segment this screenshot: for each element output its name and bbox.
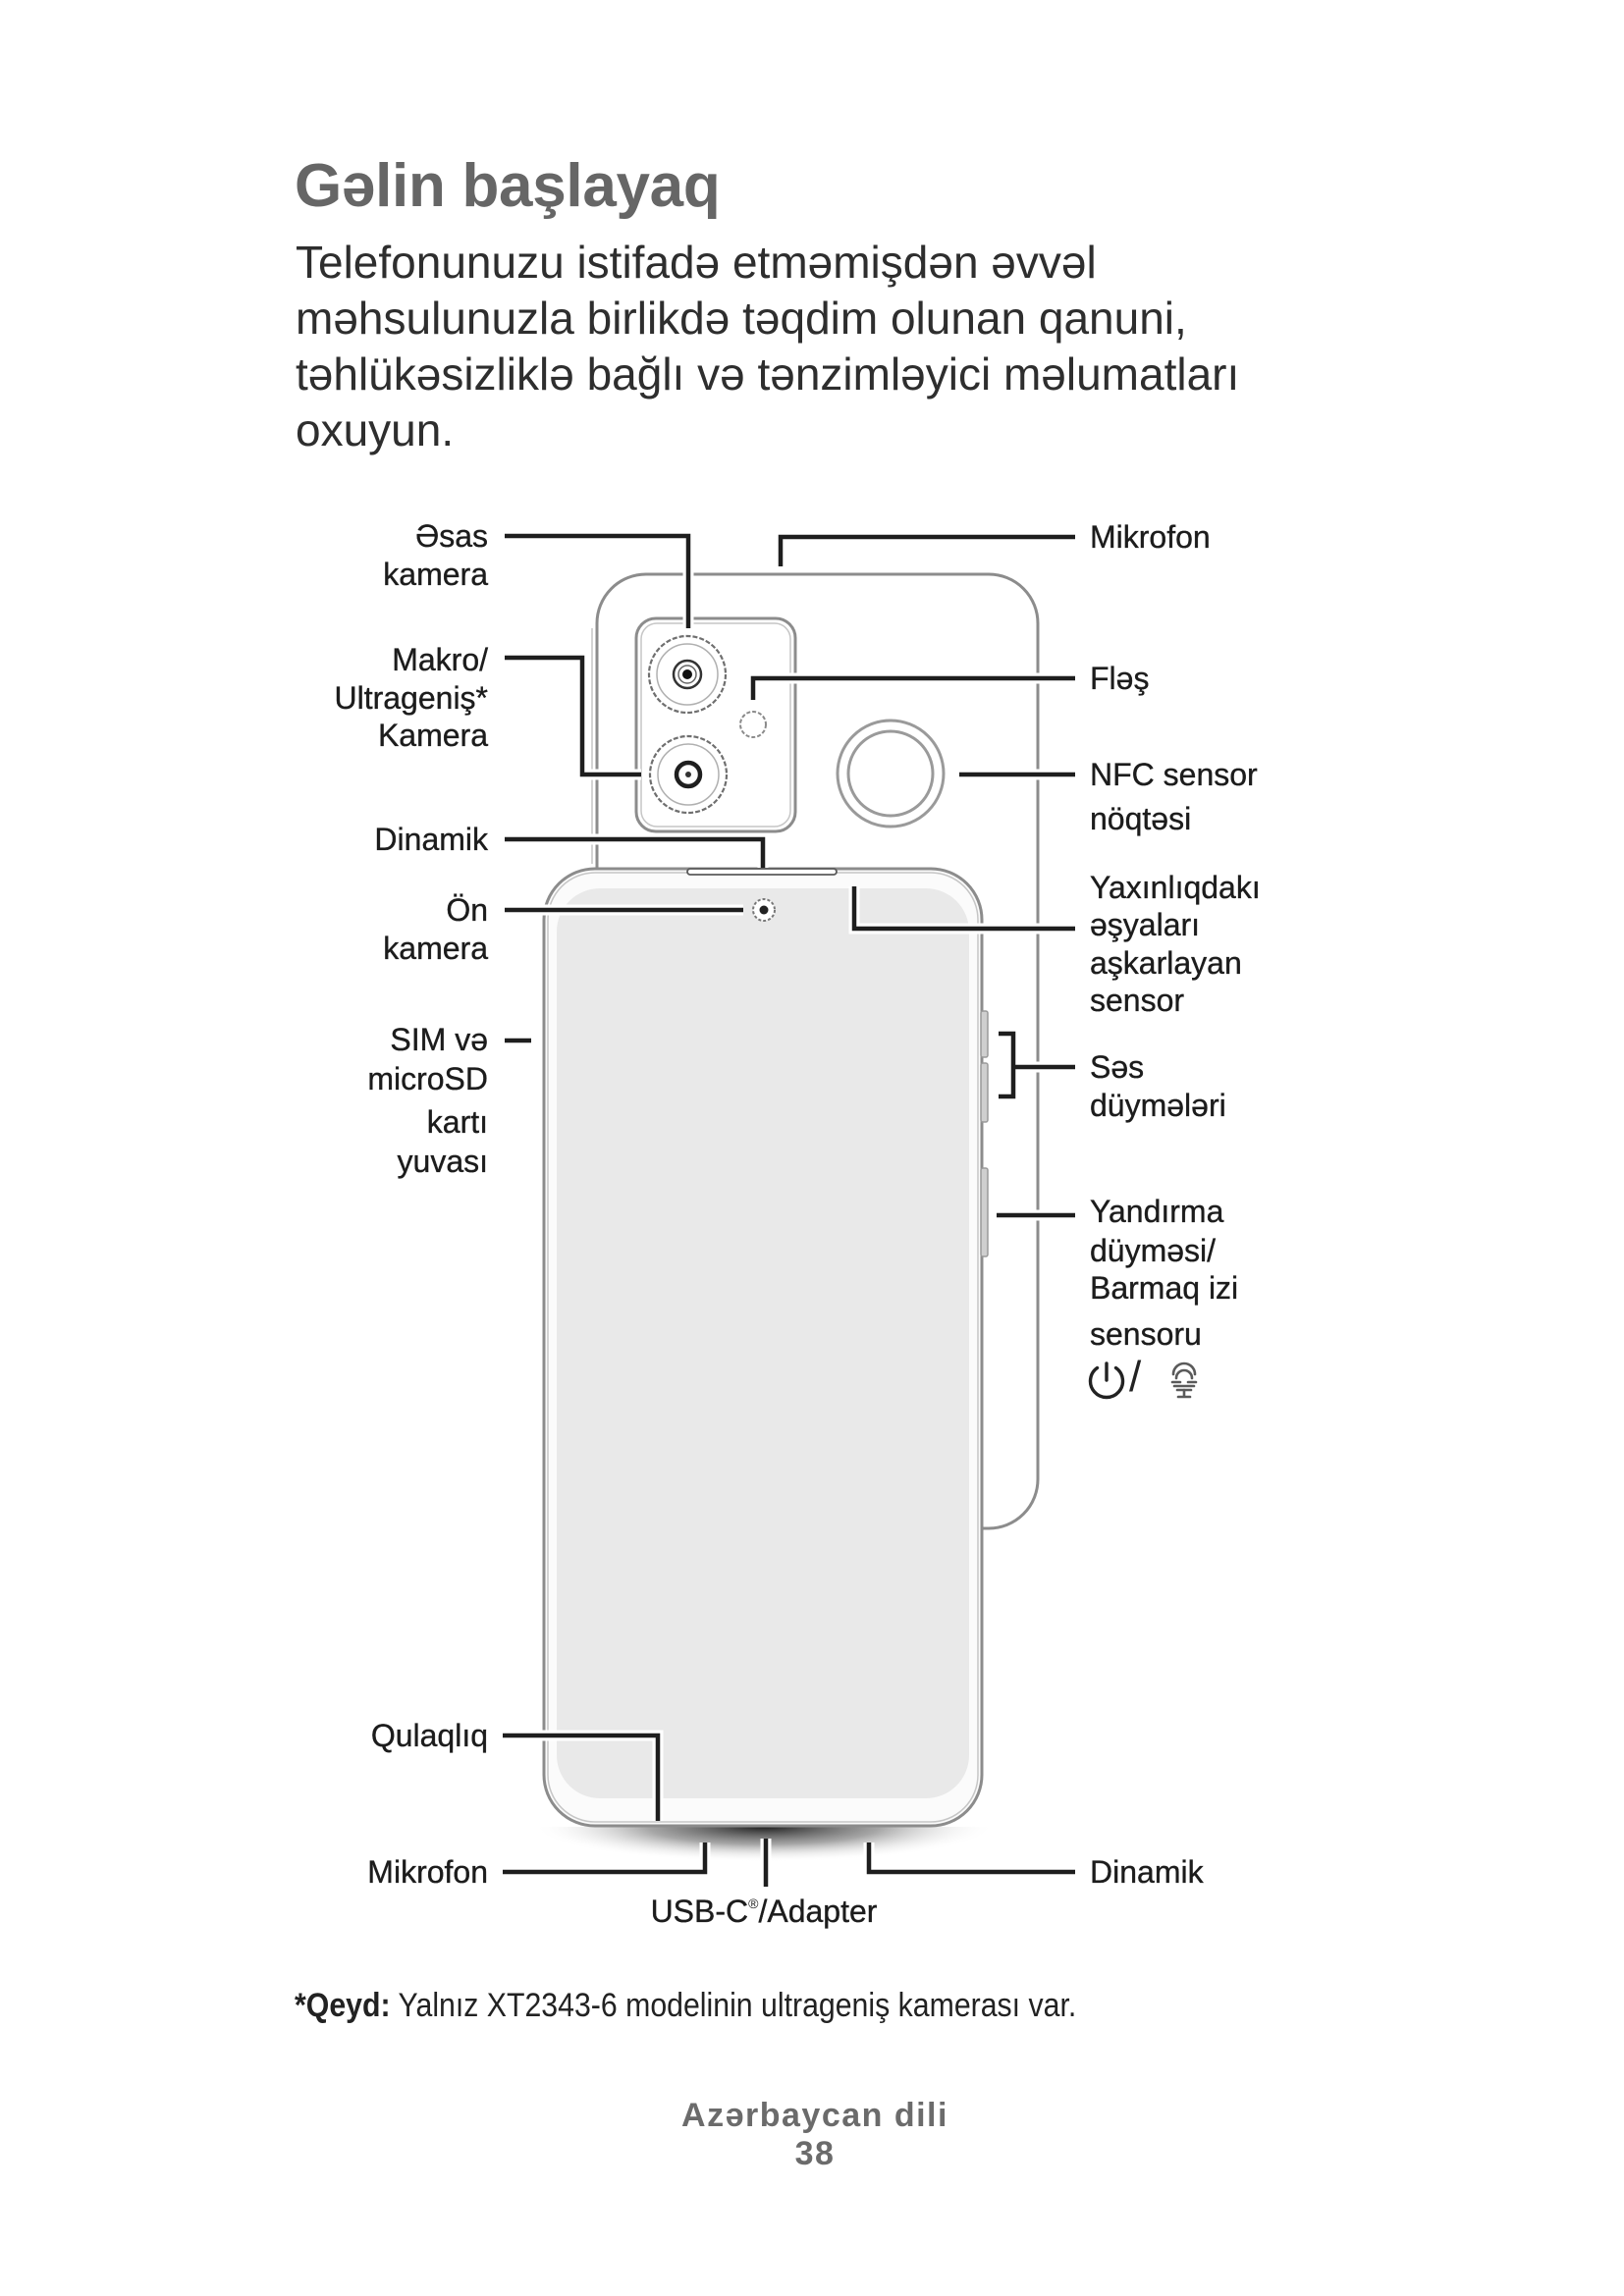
label-line: SIM və [390, 1022, 488, 1057]
icon-separator: / [1129, 1353, 1142, 1401]
label-line: yuvası [397, 1144, 488, 1179]
registered-mark: ® [748, 1896, 759, 1911]
macro-lens-mid-ring [657, 743, 720, 806]
nfc-spot [836, 719, 946, 828]
label-line: aşkarlayan [1090, 945, 1242, 981]
label-line: Dinamik [1090, 1854, 1204, 1890]
power-icon [1088, 1362, 1125, 1400]
leader-flash [750, 675, 1075, 700]
label-line: Ultrageniş* [334, 680, 488, 716]
nfc-outer-ring [836, 719, 946, 828]
label-line: Mikrofon [1090, 519, 1211, 555]
intro-line: təhlükəsizliklə bağlı və tənzimləyici mə… [296, 348, 1240, 400]
footnote-prefix: *Qeyd: [295, 1987, 391, 2024]
main-camera-lens [647, 634, 728, 715]
main-lens-core-ring [677, 665, 697, 684]
label-line: Ön [446, 892, 488, 928]
label-line: nöqtəsi [1090, 801, 1192, 836]
label-line: Fləş [1090, 661, 1150, 696]
label-line: Səs [1090, 1049, 1145, 1085]
label-line: NFC sensor [1090, 757, 1258, 792]
label-line: kamera [383, 557, 488, 592]
leader-top-speaker [505, 836, 766, 868]
label-line: Dinamik [374, 822, 488, 857]
label-line: Barmaq izi [1090, 1270, 1239, 1306]
intro-line: məhsulunuzla birlikdə təqdim olunan qanu… [296, 293, 1187, 344]
main-lens-dot [682, 669, 692, 679]
label-line: Yandırma [1090, 1194, 1224, 1229]
leader-volume-bracket [999, 1031, 1075, 1099]
label-line: microSD [367, 1061, 488, 1096]
intro-line: oxuyun. [296, 404, 455, 455]
label-usb-c-adapter: USB-C®/Adapter [568, 1896, 960, 1927]
phone-screen [557, 888, 969, 1798]
fingerprint-icon [1170, 1362, 1198, 1399]
leader-proximity-sensor [851, 886, 1075, 932]
intro-paragraph: Telefonunuzu istifadə etməmişdən əvvəl m… [296, 235, 1239, 458]
leader-lines [503, 533, 1075, 1887]
front-camera-lens [759, 905, 769, 915]
main-lens-mid-ring [656, 643, 719, 706]
label-line: sensor [1090, 983, 1185, 1018]
label-line: düymələri [1090, 1088, 1226, 1123]
label-line: Qulaqlıq [370, 1718, 489, 1753]
macro-camera-lens [648, 734, 729, 815]
flash-icon [739, 711, 767, 738]
phone-front [542, 867, 989, 1828]
label-line: Kamera [377, 718, 488, 753]
label-line: əşyaları [1090, 907, 1201, 942]
earpiece-slot [686, 868, 838, 876]
label-line: Makro/ [392, 642, 488, 677]
label-line: düyməsi/ [1090, 1233, 1217, 1268]
leader-main-camera [505, 533, 691, 628]
page-title: Gəlin başlayaq [295, 152, 721, 220]
leader-earpiece [503, 1733, 661, 1821]
main-lens-inner-ring [672, 659, 703, 690]
label-line: Əsas [415, 518, 488, 554]
power-button [980, 1167, 989, 1257]
leader-top-microphone-halo [775, 531, 1075, 566]
footnote-text: Yalnız XT2343-6 modelinin ultrageniş kam… [398, 1987, 1077, 2024]
leader-bottom-microphone [503, 1842, 708, 1875]
leader-macro-camera [505, 655, 641, 777]
leader-top-microphone [778, 534, 1075, 566]
front-camera [752, 898, 776, 922]
nfc-inner-ring [846, 729, 935, 818]
footer-language: Azərbaycan dili [681, 2097, 948, 2134]
page-number: 38 [794, 2135, 836, 2172]
usb-c-suffix: /Adapter [758, 1894, 878, 1929]
leader-bottom-speaker [866, 1842, 1075, 1875]
label-line: Yaxınlıqdakı [1090, 870, 1261, 905]
camera-module-inner-edge [640, 622, 791, 828]
label-line: Mikrofon [367, 1854, 488, 1890]
usb-c-text: USB-C [650, 1894, 749, 1929]
macro-lens-dot [685, 772, 691, 777]
volume-down-button [980, 1062, 989, 1123]
label-line: sensoru [1090, 1316, 1202, 1352]
intro-line: Telefonunuzu istifadə etməmişdən əvvəl [296, 237, 1097, 288]
macro-lens-inner-ring [674, 760, 703, 789]
label-line: kamera [383, 931, 488, 966]
footnote: *Qeyd:Yalnız XT2343-6 modelinin ultragen… [295, 1989, 1076, 2022]
camera-module [634, 616, 797, 833]
label-line: kartı [426, 1104, 489, 1140]
volume-up-button [980, 1010, 989, 1058]
